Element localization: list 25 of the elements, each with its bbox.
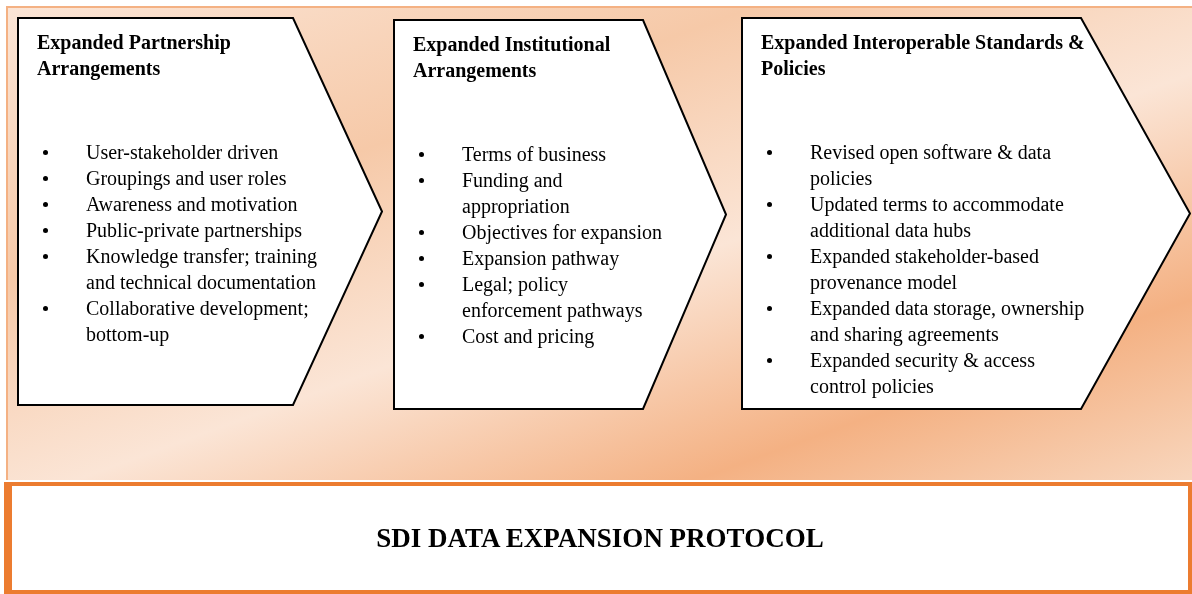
list-item: Legal; policy enforcement pathways <box>462 272 644 323</box>
list-item: Revised open software & data policies <box>810 140 1053 191</box>
list-item: Updated terms to accommodate additional data hubs <box>810 192 1065 243</box>
title-banner <box>4 482 1192 594</box>
list-item: Groupings and user roles <box>86 166 288 191</box>
list-item: Public-private partnerships <box>86 218 304 243</box>
chevron-box <box>393 19 727 410</box>
chevron-heading: Expanded Partnership Arrangements <box>37 30 232 81</box>
list-item: Expanded stakeholder-based provenance model <box>810 244 1040 295</box>
list-item: Cost and pricing <box>462 324 596 349</box>
list-item: Expansion pathway <box>462 246 621 271</box>
list-item: Expanded data storage, ownership and sharing agreements <box>810 296 1086 347</box>
list-item: User-stakeholder driven <box>86 140 280 165</box>
chevron-box <box>17 17 383 406</box>
list-item: Expanded security & access control policies <box>810 348 1036 399</box>
list-item: Objectives for expansion <box>462 220 663 245</box>
banner-title: SDI DATA EXPANSION PROTOCOL <box>376 521 824 555</box>
list-item: Knowledge transfer; training and technical documentation <box>86 244 319 295</box>
chevron-box <box>741 17 1191 410</box>
list-item: Awareness and motivation <box>86 192 299 217</box>
chevron-heading: Expanded Institutional Arrangements <box>413 32 612 83</box>
list-item: Funding and appropriation <box>462 168 571 219</box>
list-item: Terms of business <box>462 142 608 167</box>
chevron-heading: Expanded Interoperable Standards & Policies <box>761 30 1086 81</box>
list-item: Collaborative development; bottom-up <box>86 296 310 347</box>
